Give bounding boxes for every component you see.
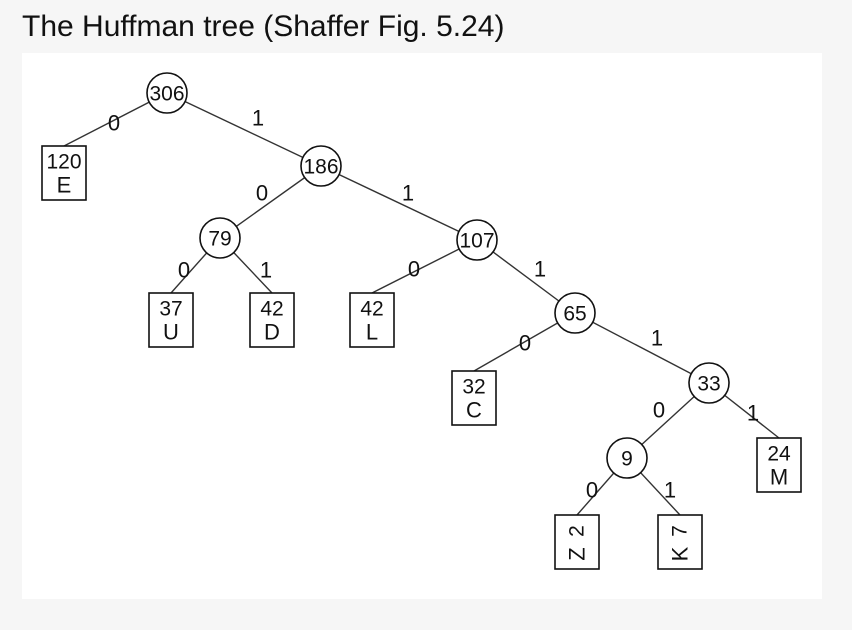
edge-label-n186-n79: 0 bbox=[256, 181, 268, 206]
internal-node-circle bbox=[300, 145, 342, 187]
internal-node-weight: 9 bbox=[621, 448, 633, 471]
internal-node-circle bbox=[688, 362, 730, 404]
leaf-node-weight: 24 bbox=[767, 443, 791, 466]
internal-node-9: 9 bbox=[606, 437, 648, 479]
edge-label-n79-U: 0 bbox=[178, 258, 190, 283]
internal-node-33: 33 bbox=[688, 362, 730, 404]
internal-node-65: 65 bbox=[554, 292, 596, 334]
leaf-node-U: 37U bbox=[148, 292, 194, 348]
leaf-node-weight: 2 bbox=[566, 525, 589, 537]
internal-node-weight: 65 bbox=[563, 303, 586, 326]
leaf-node-K: 7K bbox=[657, 514, 703, 570]
edge-label-n65-n33: 1 bbox=[651, 326, 663, 351]
edge-labels-layer: 0 1 0 1 0 1 0 1 0 1 0 1 0 1 bbox=[108, 106, 759, 503]
leaf-node-letter: U bbox=[163, 320, 179, 345]
leaf-node-weight: 37 bbox=[159, 298, 182, 321]
internal-node-circle bbox=[606, 437, 648, 479]
edge-label-n33-n9: 0 bbox=[653, 398, 665, 423]
edge-n306-n186 bbox=[166, 92, 322, 167]
leaf-node-box bbox=[451, 370, 497, 426]
leaf-node-letter: Z bbox=[565, 547, 590, 560]
internal-node-186: 186 bbox=[300, 145, 342, 187]
leaf-node-D: 42D bbox=[249, 292, 295, 348]
leaf-node-weight: 32 bbox=[462, 376, 485, 399]
edge-label-n79-D: 1 bbox=[260, 258, 272, 283]
internal-node-circle bbox=[456, 219, 498, 261]
internal-node-circle bbox=[146, 72, 188, 114]
internal-node-circle bbox=[199, 217, 241, 259]
leaf-node-box bbox=[349, 292, 395, 348]
leaf-node-letter: M bbox=[770, 465, 788, 490]
edge-label-n186-n107: 1 bbox=[402, 181, 414, 206]
leaf-node-box bbox=[756, 437, 802, 493]
leaf-node-L: 42L bbox=[349, 292, 395, 348]
leaf-node-weight: 7 bbox=[669, 525, 692, 537]
internal-node-weight: 33 bbox=[697, 373, 720, 396]
leaf-node-weight: 42 bbox=[260, 298, 283, 321]
leaf-node-letter: E bbox=[57, 173, 72, 198]
edge-n186-n107 bbox=[320, 165, 478, 241]
leaf-node-letter: C bbox=[466, 398, 482, 423]
edge-label-n306-n186: 1 bbox=[252, 106, 264, 131]
leaf-node-box bbox=[554, 514, 600, 570]
leaf-node-letter: K bbox=[668, 546, 693, 561]
leaf-node-weight: 42 bbox=[360, 298, 383, 321]
edge-label-n33-M: 1 bbox=[747, 401, 759, 426]
internal-node-circle bbox=[554, 292, 596, 334]
leaf-node-letter: L bbox=[366, 320, 378, 345]
internal-node-107: 107 bbox=[456, 219, 498, 261]
leaf-node-weight: 120 bbox=[46, 151, 81, 174]
leaf-node-M: 24M bbox=[756, 437, 802, 493]
edge-label-n9-Z: 0 bbox=[586, 478, 598, 503]
edge-label-n306-E: 0 bbox=[108, 111, 120, 136]
leaf-node-box bbox=[41, 145, 87, 201]
internal-node-weight: 107 bbox=[459, 230, 494, 253]
edge-n65-n33 bbox=[574, 312, 710, 384]
edge-label-n9-K: 1 bbox=[664, 478, 676, 503]
leaf-node-C: 32C bbox=[451, 370, 497, 426]
internal-node-306: 306 bbox=[146, 72, 188, 114]
internal-node-weight: 79 bbox=[208, 228, 231, 251]
edge-label-n107-L: 0 bbox=[408, 257, 420, 282]
page-title: The Huffman tree (Shaffer Fig. 5.24) bbox=[22, 10, 505, 43]
internal-node-weight: 186 bbox=[303, 156, 338, 179]
leaf-node-box bbox=[148, 292, 194, 348]
leaf-node-box bbox=[249, 292, 295, 348]
internal-node-weight: 306 bbox=[149, 83, 184, 106]
edge-label-n65-C: 0 bbox=[519, 331, 531, 356]
leaf-node-letter: D bbox=[264, 320, 280, 345]
internal-node-79: 79 bbox=[199, 217, 241, 259]
leaf-node-box bbox=[657, 514, 703, 570]
edge-label-n107-n65: 1 bbox=[534, 257, 546, 282]
leaf-node-Z: 2Z bbox=[554, 514, 600, 570]
